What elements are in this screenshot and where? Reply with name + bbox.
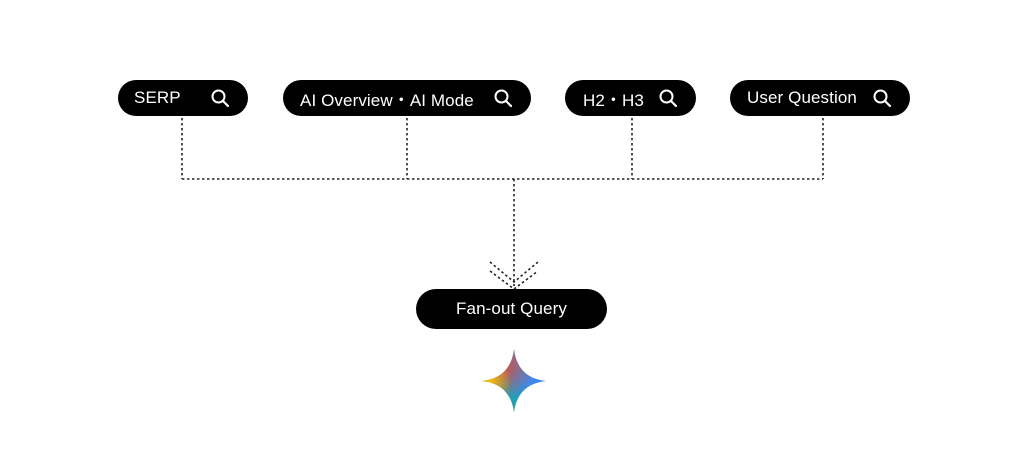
user-question-node[interactable]: User Question [730,80,910,116]
search-icon [873,89,892,108]
h2-h3-label: H2・H3 [583,90,644,110]
user-question-label: User Question [747,88,857,107]
ai-overview-label: AI Overview・AI Mode [300,90,474,110]
fan-out-query-label: Fan-out Query [456,299,567,318]
search-icon [659,89,678,108]
fan-out-query-node[interactable]: Fan-out Query [416,289,607,329]
ai-overview-node[interactable]: AI Overview・AI Mode [283,80,531,116]
serp-label: SERP [134,88,181,107]
h2-h3-node[interactable]: H2・H3 [565,80,696,116]
search-icon [494,89,513,108]
gemini-sparkle-icon [482,349,546,413]
serp-node[interactable]: SERP [118,80,248,116]
search-icon [211,89,230,108]
